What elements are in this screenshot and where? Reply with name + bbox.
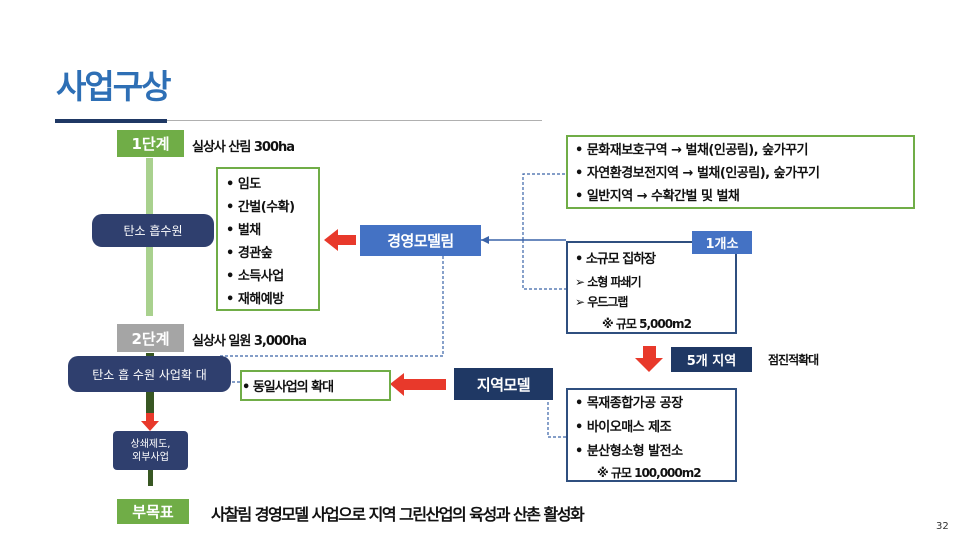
stage2-label: 2단계: [117, 324, 184, 352]
activities-box: • 임도 • 간벌(수확) • 벌채 • 경관숲 • 소득사업 • 재해예방: [216, 167, 320, 311]
offset-line: 외부사업: [132, 451, 169, 463]
small-plant-box: • 소규모 집하장 ➢ 소형 파쇄기 ➢ 우드그랩 ※ 규모 5,000m2: [566, 241, 737, 334]
stage1-description: 실상사 산림 300ha: [192, 140, 295, 155]
offset-line: 상쇄제도,: [130, 438, 171, 450]
small-plant-title: • 소규모 집하장: [575, 252, 656, 267]
goal-text: 사찰림 경영모델 사업으로 지역 그린산업의 육성과 산촌 활성화: [211, 505, 585, 524]
dashed-link-regional-model: [533, 382, 566, 438]
stage2-description: 실상사 일원 3,000ha: [192, 334, 307, 349]
activity-item: • 소득사업: [226, 269, 284, 284]
stage1-pill: 탄소 흡수원: [92, 214, 214, 247]
small-plant-badge: 1개소: [692, 231, 752, 254]
page-number: 32: [936, 521, 949, 532]
large-plant-item: • 목재종합가공 공장: [575, 396, 683, 411]
large-plant-item: • 분산형소형 발전소: [575, 444, 683, 459]
same-business-text: • 동일사업의 확대: [242, 380, 334, 395]
activity-item: • 벌채: [226, 223, 261, 238]
red-arrow-left-icon: [324, 229, 356, 251]
forest-type-item: • 일반지역 → 수확간벌 및 벌채: [575, 189, 740, 204]
management-model-label: 경영모델림: [360, 225, 481, 256]
activity-item: • 간벌(수확): [226, 200, 295, 215]
forest-types-list: • 문화재보호구역 → 벌채(인공림), 숲가꾸기 • 자연환경보전지역 → 벌…: [575, 139, 913, 208]
goal-label: 부목표: [117, 499, 189, 524]
forest-type-item: • 자연환경보전지역 → 벌채(인공림), 숲가꾸기: [575, 166, 820, 181]
expansion-note: 점진적확대: [768, 353, 819, 367]
dashed-link-forest-types: [522, 173, 566, 240]
small-plant-item: ➢ 우드그랩: [575, 295, 628, 309]
large-plant-box: • 목재종합가공 공장 • 바이오매스 제조 • 분산형소형 발전소 ※ 규모 …: [566, 388, 737, 482]
large-plant-scale: ※ 규모 100,000m2: [597, 466, 702, 480]
stage2-pill: 탄소 흡 수원 사업확 대: [68, 356, 231, 392]
red-arrow-down-small-icon: [141, 413, 159, 431]
activity-item: • 재해예방: [226, 292, 284, 307]
dashed-link-small-plant: [522, 240, 566, 290]
regional-model-label: 지역모델: [454, 368, 553, 400]
large-plant-item: • 바이오매스 제조: [575, 420, 672, 435]
offset-program-box: 상쇄제도, 외부사업: [113, 431, 188, 470]
goal-connector-bar: [148, 470, 153, 486]
activity-item: • 임도: [226, 177, 261, 192]
activities-list: • 임도 • 간벌(수확) • 벌채 • 경관숲 • 소득사업 • 재해예방: [226, 173, 318, 311]
red-arrow-left-icon-2: [390, 373, 446, 396]
page-title: 사업구상: [56, 67, 171, 106]
small-plant-scale: ※ 규모 5,000m2: [602, 317, 692, 331]
stage1-label: 1단계: [117, 130, 184, 157]
title-underline: [55, 119, 167, 123]
model-arrowhead-icon: [481, 236, 489, 244]
expansion-badge: 5개 지역: [671, 347, 752, 372]
activity-item: • 경관숲: [226, 246, 273, 261]
title-divider: [167, 120, 542, 121]
red-arrow-down-icon: [635, 346, 663, 372]
large-plant-list: • 목재종합가공 공장 • 바이오매스 제조 • 분산형소형 발전소: [575, 392, 735, 464]
forest-type-item: • 문화재보호구역 → 벌채(인공림), 숲가꾸기: [575, 143, 809, 158]
same-business-box: • 동일사업의 확대: [240, 370, 391, 401]
small-plant-item: ➢ 소형 파쇄기: [575, 275, 642, 289]
forest-types-box: • 문화재보호구역 → 벌채(인공림), 숲가꾸기 • 자연환경보전지역 → 벌…: [566, 135, 915, 209]
